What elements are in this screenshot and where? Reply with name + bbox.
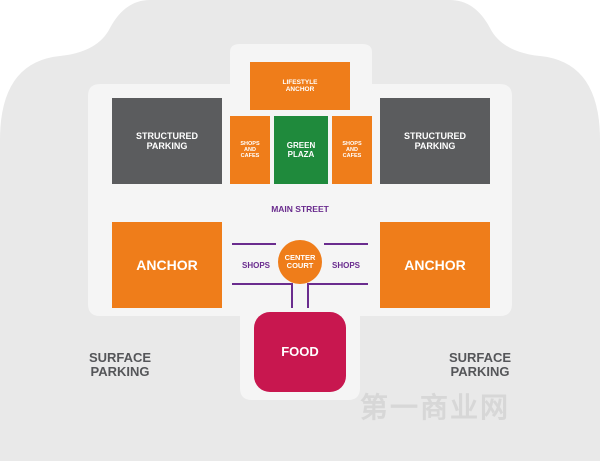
food-label: FOOD bbox=[281, 343, 319, 359]
anchor-left-label: ANCHOR bbox=[136, 256, 198, 273]
anchor-left-block: ANCHOR bbox=[112, 222, 222, 308]
shops-cafes-left-block: SHOPS AND CAFES bbox=[230, 116, 270, 184]
shops-cafes-right-block: SHOPS AND CAFES bbox=[332, 116, 372, 184]
anchor-right-label: ANCHOR bbox=[404, 256, 466, 273]
green-plaza-block: GREEN PLAZA bbox=[274, 116, 328, 184]
shops-left-label: SHOPS bbox=[241, 261, 270, 270]
shops-cafes-left-label: SHOPS AND CAFES bbox=[240, 140, 260, 160]
lifestyle-anchor-label: LIFESTYLE ANCHOR bbox=[282, 78, 318, 93]
lifestyle-anchor-block: LIFESTYLE ANCHOR bbox=[250, 62, 350, 110]
center-court-label: CENTER COURT bbox=[284, 252, 316, 270]
main-street-label: MAIN STREET bbox=[271, 204, 329, 214]
shops-cafes-right-label: SHOPS AND CAFES bbox=[342, 140, 362, 160]
food-block: FOOD bbox=[254, 312, 346, 392]
structured-parking-right-block: STRUCTURED PARKING bbox=[380, 98, 490, 184]
surface-parking-left-label: SURFACE PARKING bbox=[88, 350, 152, 380]
structured-parking-left-label: STRUCTURED PARKING bbox=[136, 130, 198, 151]
structured-parking-right-label: STRUCTURED PARKING bbox=[404, 130, 466, 151]
street-lines bbox=[232, 243, 368, 308]
structured-parking-left-block: STRUCTURED PARKING bbox=[112, 98, 222, 184]
shops-right-label: SHOPS bbox=[331, 261, 360, 270]
surface-parking-right-label: SURFACE PARKING bbox=[448, 350, 512, 380]
center-court-block: CENTER COURT bbox=[278, 240, 322, 284]
anchor-right-block: ANCHOR bbox=[380, 222, 490, 308]
green-plaza-label: GREEN PLAZA bbox=[286, 140, 316, 159]
watermark-text: 第一商业网 bbox=[360, 391, 511, 424]
